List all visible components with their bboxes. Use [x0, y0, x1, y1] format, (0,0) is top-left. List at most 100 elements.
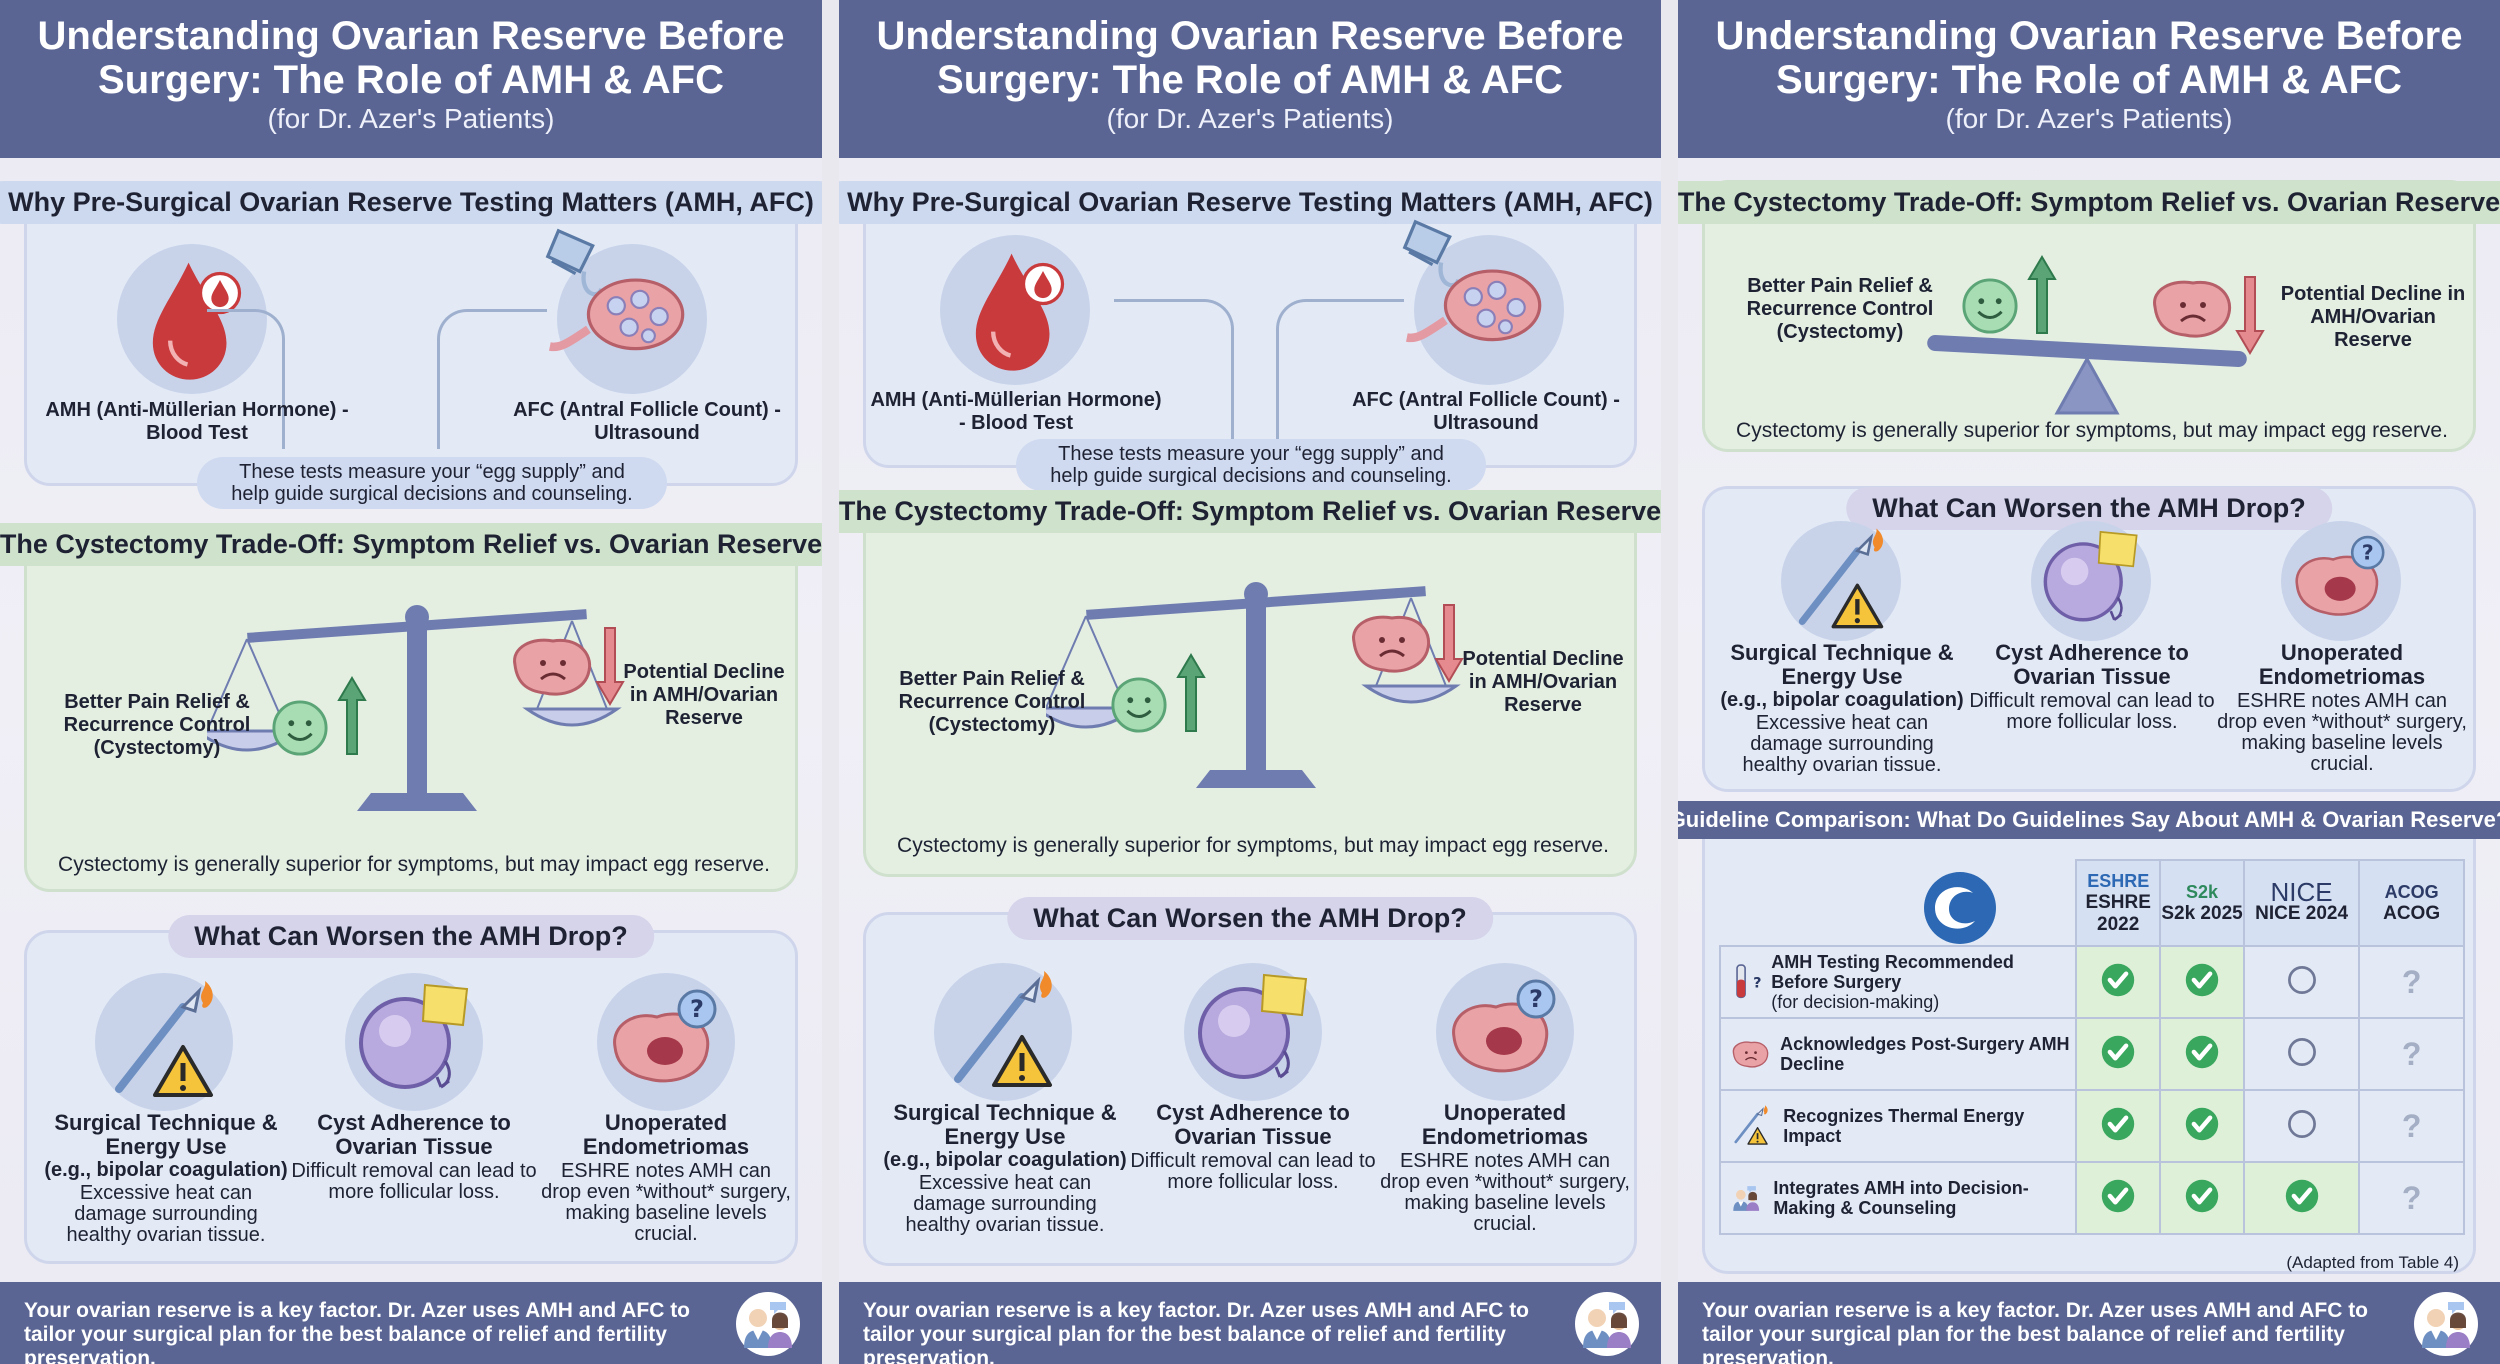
eshre-logo: ESHRE [2087, 871, 2150, 891]
blood-test-circle [940, 235, 1090, 385]
row-label: Acknowledges Post-Surgery AMH Decline [1718, 1017, 2078, 1091]
page-title: Understanding Ovarian Reserve Before Sur… [37, 14, 785, 102]
testing-heading: Why Pre-Surgical Ovarian Reserve Testing… [839, 181, 1661, 224]
cell-check [2075, 1017, 2162, 1091]
tradeoff-left-label: Better Pain Relief & Recurrence Control … [898, 668, 1086, 736]
down-arrow-icon [2235, 275, 2265, 355]
scalpel-warning-icon [1729, 1103, 1773, 1149]
doctor-avatar [1575, 1292, 1639, 1356]
check-icon [2100, 1034, 2136, 1070]
technique-circle [95, 973, 233, 1111]
scalpel-warning-icon [1785, 525, 1897, 637]
column-label: ACOG [2383, 903, 2441, 924]
footer-text: Your ovarian reserve is a key factor. Dr… [863, 1299, 1530, 1364]
adherence-circle [2031, 521, 2151, 641]
smile-face-icon [1961, 277, 2019, 335]
afc-label: AFC (Antral Follicle Count) - Ultrasound [1352, 389, 1620, 434]
guideline-table: ESHRE ESHRE 2022 S2k S2k 2025 NICE NICE … [1718, 859, 2465, 1235]
worsen-item-body: Excessive heat can damage surrounding he… [1742, 712, 1942, 776]
arrow-connector-left [1114, 299, 1234, 439]
up-arrow-icon [1176, 653, 1206, 733]
footer-text: Your ovarian reserve is a key factor. Dr… [24, 1299, 691, 1364]
check-icon [2184, 1106, 2220, 1142]
up-arrow-icon [337, 676, 367, 756]
cell-empty [2242, 945, 2361, 1019]
cell-empty [2242, 1089, 2361, 1163]
footer: Your ovarian reserve is a key factor. Dr… [1678, 1282, 2500, 1364]
footer-text: Your ovarian reserve is a key factor. Dr… [1702, 1299, 2369, 1364]
table-row: AMH Testing Recommended Before Surgery(f… [1718, 945, 2465, 1019]
row-title: Integrates AMH into Decision-Making & Co… [1773, 1178, 2029, 1218]
amh-label: AMH (Anti-Müllerian Hormone) - Blood Tes… [870, 389, 1162, 434]
cell-unknown: ? [2358, 1161, 2465, 1235]
sad-ovary-down-icon [1729, 1032, 1770, 1076]
guideline-logo-icon [1924, 872, 1996, 944]
blood-drop-icon [962, 245, 1072, 375]
cell-check [2159, 945, 2245, 1019]
testing-heading: Why Pre-Surgical Ovarian Reserve Testing… [0, 181, 822, 224]
panel-header: Understanding Ovarian Reserve Before Sur… [1678, 0, 2500, 158]
tradeoff-note: Cystectomy is generally superior for sym… [1736, 419, 2448, 442]
panel-header: Understanding Ovarian Reserve Before Sur… [0, 0, 822, 158]
doctor-icon [2414, 1292, 2478, 1356]
sad-ovary-icon [505, 631, 595, 701]
check-icon [2184, 1034, 2220, 1070]
check-icon [2184, 962, 2220, 998]
amh-label: AMH (Anti-Müllerian Hormone) - Blood Tes… [45, 399, 349, 444]
empty-circle-icon [2284, 1106, 2320, 1142]
cyst-icon [349, 977, 479, 1107]
testing-card: Why Pre-Surgical Ovarian Reserve Testing… [0, 181, 822, 509]
tradeoff-heading: The Cystectomy Trade-Off: Symptom Relief… [1678, 181, 2500, 224]
ultrasound-ovary-icon [537, 224, 687, 364]
worsen-card: What Can Worsen the AMH Drop? Surgical T… [24, 915, 798, 1264]
row-title: AMH Testing Recommended Before Surgery [1771, 952, 2014, 992]
footer: Your ovarian reserve is a key factor. Dr… [0, 1282, 822, 1364]
page-subtitle: (for Dr. Azer's Patients) [267, 103, 555, 134]
adherence-circle [345, 973, 483, 1111]
page-title: Understanding Ovarian Reserve Before Sur… [876, 14, 1624, 102]
worsen-item-body: Difficult removal can lead to more folli… [1969, 690, 2215, 733]
ultrasound-circle [557, 244, 707, 394]
worsen-heading: What Can Worsen the AMH Drop? [1007, 897, 1493, 940]
page-subtitle: (for Dr. Azer's Patients) [1106, 103, 1394, 134]
testing-note: These tests measure your “egg supply” an… [197, 457, 667, 509]
check-icon [2100, 962, 2136, 998]
counseling-icon [1729, 1173, 1763, 1223]
check-icon [2100, 1106, 2136, 1142]
worsen-item: Cyst Adherence to Ovarian Tissue Difficu… [289, 1111, 539, 1203]
cell-empty [2242, 1017, 2361, 1091]
tradeoff-right-label: Potential Decline in AMH/Ovarian Reserve [2280, 283, 2466, 351]
balance-scale-icon [1046, 582, 1461, 788]
row-title: Acknowledges Post-Surgery AMH Decline [1780, 1034, 2070, 1074]
endometrioma-circle [2281, 521, 2401, 641]
tradeoff-right-label: Potential Decline in AMH/Ovarian Reserve [623, 661, 785, 729]
panel-gap [1661, 0, 1678, 1364]
worsen-item-title: Cyst Adherence to Ovarian Tissue [1156, 1100, 1350, 1149]
worsen-item-title: Cyst Adherence to Ovarian Tissue [1995, 640, 2189, 689]
doctor-avatar [736, 1292, 800, 1356]
cyst-icon [2035, 525, 2147, 637]
cell-check [2159, 1089, 2245, 1163]
cell-unknown: ? [2358, 1017, 2465, 1091]
acog-logo: ACOG [2384, 882, 2439, 902]
test-tube-icon [1729, 957, 1761, 1007]
tradeoff-note: Cystectomy is generally superior for sym… [58, 853, 770, 876]
worsen-item-body: ESHRE notes AMH can drop even *without* … [541, 1160, 791, 1245]
worsen-item: Unoperated Endometriomas ESHRE notes AMH… [2217, 641, 2467, 775]
tradeoff-card: The Cystectomy Trade-Off: Symptom Relief… [1678, 180, 2500, 452]
worsen-card: What Can Worsen the AMH Drop? Surgical T… [863, 897, 1637, 1266]
cell-check [2075, 1089, 2162, 1163]
tradeoff-heading: The Cystectomy Trade-Off: Symptom Relief… [0, 523, 822, 566]
worsen-item-title: Cyst Adherence to Ovarian Tissue [317, 1110, 511, 1159]
worsen-item: Surgical Technique & Energy Use (e.g., b… [880, 1101, 1130, 1236]
cell-check [2075, 945, 2162, 1019]
scalpel-warning-icon [99, 977, 229, 1107]
worsen-item-body: Difficult removal can lead to more folli… [1130, 1150, 1376, 1193]
up-arrow-icon [2027, 255, 2057, 335]
table-row: Recognizes Thermal Energy Impact ? [1718, 1089, 2465, 1163]
row-title: Recognizes Thermal Energy Impact [1783, 1106, 2025, 1146]
panel-header: Understanding Ovarian Reserve Before Sur… [839, 0, 1661, 158]
worsen-item-body: Excessive heat can damage surrounding he… [905, 1172, 1105, 1236]
check-icon [2184, 1178, 2220, 1214]
worsen-item-subtitle: (e.g., bipolar coagulation) [1720, 689, 1964, 711]
